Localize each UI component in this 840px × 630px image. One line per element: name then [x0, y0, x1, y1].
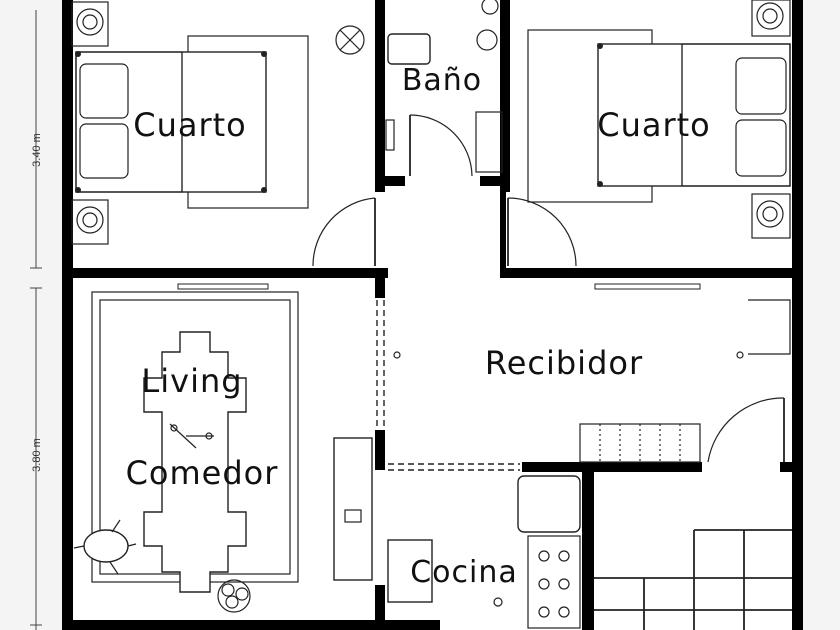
kitchen-furniture [387, 475, 581, 629]
dimension-upper: 3.40 m [31, 133, 43, 167]
living-dining-furniture [73, 291, 373, 613]
room-label-dining: Comedor [126, 454, 279, 492]
bedroom-right-furniture [527, 0, 791, 239]
room-label-bathroom: Baño [402, 63, 482, 98]
room-label-hall: Recibidor [485, 344, 643, 382]
walls [62, 0, 803, 630]
doors [312, 114, 785, 463]
room-label-kitchen: Cocina [410, 555, 518, 590]
room-label-bedroom-left: Cuarto [133, 106, 247, 144]
room-label-living: Living [141, 362, 242, 400]
bedroom-left-furniture [71, 1, 365, 245]
windows [177, 283, 701, 290]
room-label-bedroom-right: Cuarto [597, 106, 711, 144]
dimension-lower: 3.80 m [31, 438, 43, 472]
bathroom-fixtures [385, 0, 503, 173]
hall-furniture [393, 299, 791, 463]
stairs [594, 529, 792, 630]
dimension-lines [30, 10, 42, 630]
openings [376, 300, 520, 471]
